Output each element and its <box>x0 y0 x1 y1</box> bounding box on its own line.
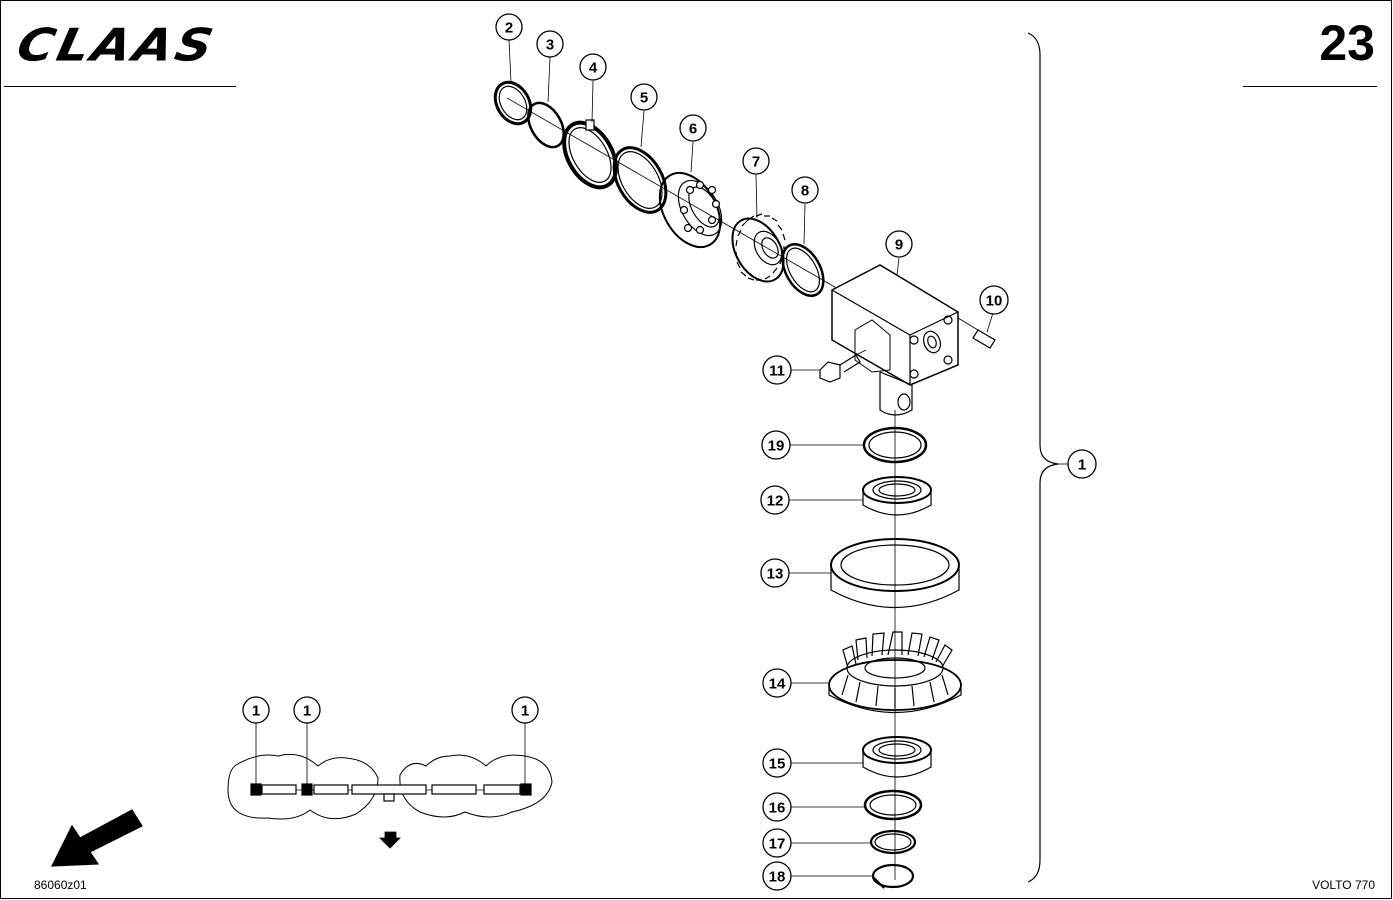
callout-5: 5 <box>640 90 648 107</box>
direction-arrow-down-icon <box>379 831 401 849</box>
callout-8: 8 <box>801 183 809 200</box>
callout-14: 14 <box>769 676 786 693</box>
header-rule-right <box>1243 86 1377 87</box>
callout-3: 3 <box>546 37 554 54</box>
part-circlip-4 <box>562 119 618 190</box>
callout-7: 7 <box>752 154 760 171</box>
callout-13: 13 <box>767 566 784 583</box>
part-circlip-2 <box>493 80 533 126</box>
part-housing-9 <box>831 264 959 416</box>
part-shim-8 <box>781 243 825 297</box>
callout-19: 19 <box>768 438 785 455</box>
callout-10: 10 <box>986 293 1003 310</box>
header-rule-left <box>4 86 236 87</box>
part-bearing-15 <box>862 736 932 778</box>
drawing-code: 86060z01 <box>34 878 87 892</box>
callout-4: 4 <box>589 60 598 77</box>
part-ring-17 <box>869 829 917 855</box>
callout-11: 11 <box>769 363 785 380</box>
callout-position-a: 1 <box>252 703 260 720</box>
assembly-bracket <box>1027 32 1068 883</box>
callout-9: 9 <box>895 237 903 254</box>
callout-12: 12 <box>767 493 784 510</box>
callout-position-c: 1 <box>521 703 529 720</box>
callout-6: 6 <box>689 121 697 138</box>
part-ring-5 <box>612 146 668 214</box>
callout-16: 16 <box>769 800 786 817</box>
callout-17: 17 <box>769 836 786 853</box>
callout-2: 2 <box>505 20 513 37</box>
callout-18: 18 <box>769 869 786 886</box>
part-ring-3 <box>527 101 565 149</box>
part-pinion-7 <box>731 213 786 283</box>
part-crown-gear-14 <box>828 631 962 714</box>
part-bearing-12 <box>862 476 932 516</box>
callout-assembly-1: 1 <box>1078 457 1086 474</box>
part-bolt-11 <box>819 349 867 383</box>
leader-lines <box>508 39 994 877</box>
part-ring-16 <box>863 789 923 821</box>
orientation-arrow-icon <box>51 809 143 867</box>
part-circlip-18 <box>871 863 915 889</box>
callout-position-b: 1 <box>303 703 311 720</box>
model-label: VOLTO 770 <box>1312 878 1375 892</box>
location-overview <box>227 723 553 820</box>
page-number: 23 <box>1319 15 1375 71</box>
part-spacer-13 <box>830 538 960 609</box>
callout-15: 15 <box>769 756 786 773</box>
part-pin-10 <box>957 317 996 349</box>
part-bearing-6 <box>658 172 723 248</box>
